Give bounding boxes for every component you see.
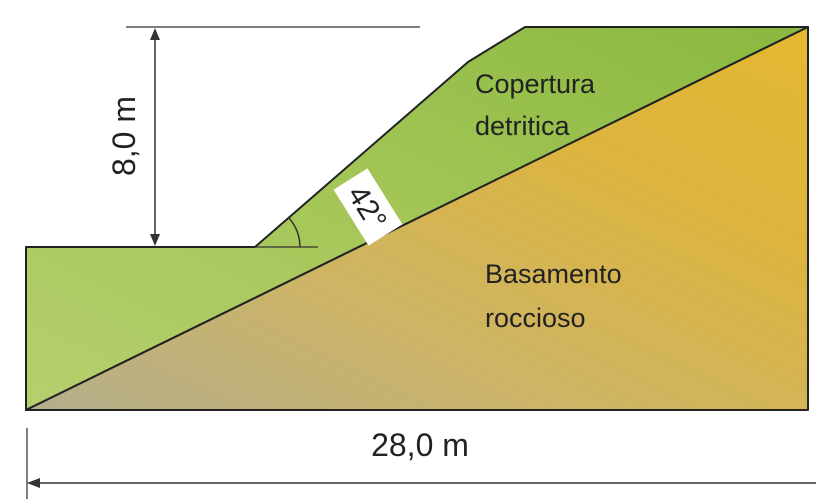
height-arrow-bottom-icon — [150, 234, 160, 246]
height-label: 8,0 m — [106, 96, 142, 176]
bedrock-label-line1: Basamento — [485, 259, 622, 289]
height-dimension: 8,0 m — [106, 28, 160, 246]
cover-label-line1: Copertura — [475, 69, 596, 99]
bedrock-layer — [25, 26, 809, 411]
width-arrow-left-icon — [27, 478, 40, 488]
width-dimension: 28,0 m — [26, 427, 816, 499]
bedrock-label-line2: roccioso — [485, 303, 586, 333]
height-arrow-top-icon — [150, 28, 160, 40]
angle-label-box — [333, 168, 403, 246]
angle-arc-icon — [288, 217, 301, 248]
cover-label-line2: detritica — [475, 111, 571, 141]
width-label: 28,0 m — [371, 427, 469, 463]
